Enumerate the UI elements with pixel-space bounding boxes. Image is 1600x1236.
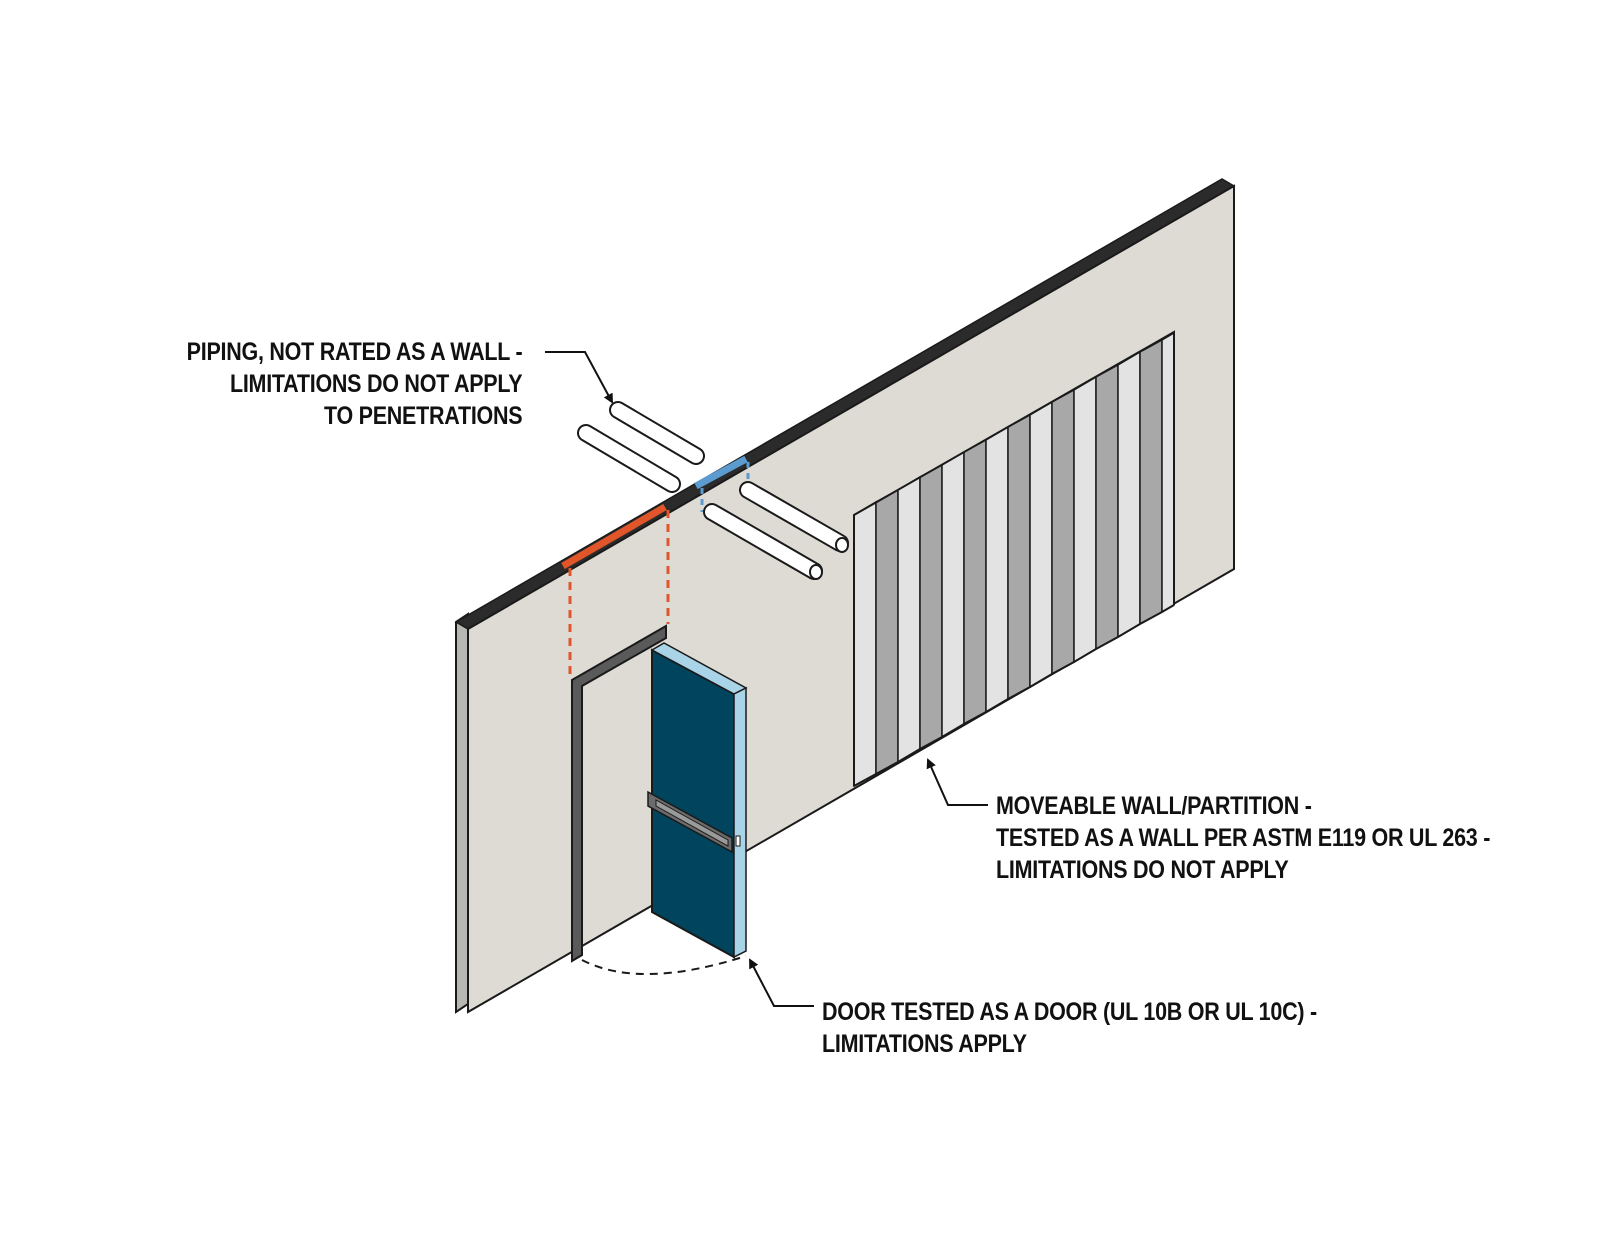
callout-door: DOOR TESTED AS A DOOR (UL 10B OR UL 10C)…: [822, 996, 1317, 1060]
wall-end-face: [455, 612, 469, 1014]
callout-door-line-2: LIMITATIONS APPLY: [822, 1030, 1027, 1058]
door-swing-arc: [581, 955, 747, 975]
pipe-icon: [577, 401, 705, 493]
door-frame: [571, 624, 667, 963]
red-header-marker: [561, 503, 667, 570]
pipe-front-segments: [703, 481, 849, 580]
callout-piping: PIPING, NOT RATED AS A WALL - LIMITATION…: [186, 336, 522, 432]
leader-moveable-wall: [926, 758, 988, 806]
callout-moveable-wall: MOVEABLE WALL/PARTITION - TESTED AS A WA…: [996, 790, 1490, 886]
callout-piping-line-3: TO PENETRATIONS: [323, 402, 523, 430]
callout-piping-line-1: PIPING, NOT RATED AS A WALL -: [186, 338, 522, 366]
callout-piping-line-2: LIMITATIONS DO NOT APPLY: [229, 370, 523, 398]
leader-door: [749, 958, 814, 1007]
leader-piping: [545, 351, 613, 404]
callout-wall-line-3: LIMITATIONS DO NOT APPLY: [996, 856, 1289, 884]
door-icon: [647, 642, 748, 959]
callout-wall-line-1: MOVEABLE WALL/PARTITION -: [996, 792, 1312, 820]
callout-wall-line-2: TESTED AS A WALL PER ASTM E119 OR UL 263…: [996, 824, 1491, 852]
callout-door-line-1: DOOR TESTED AS A DOOR (UL 10B OR UL 10C)…: [822, 998, 1317, 1026]
blue-pipe-marker: [694, 455, 748, 490]
folding-partition-icon: [853, 330, 1175, 788]
